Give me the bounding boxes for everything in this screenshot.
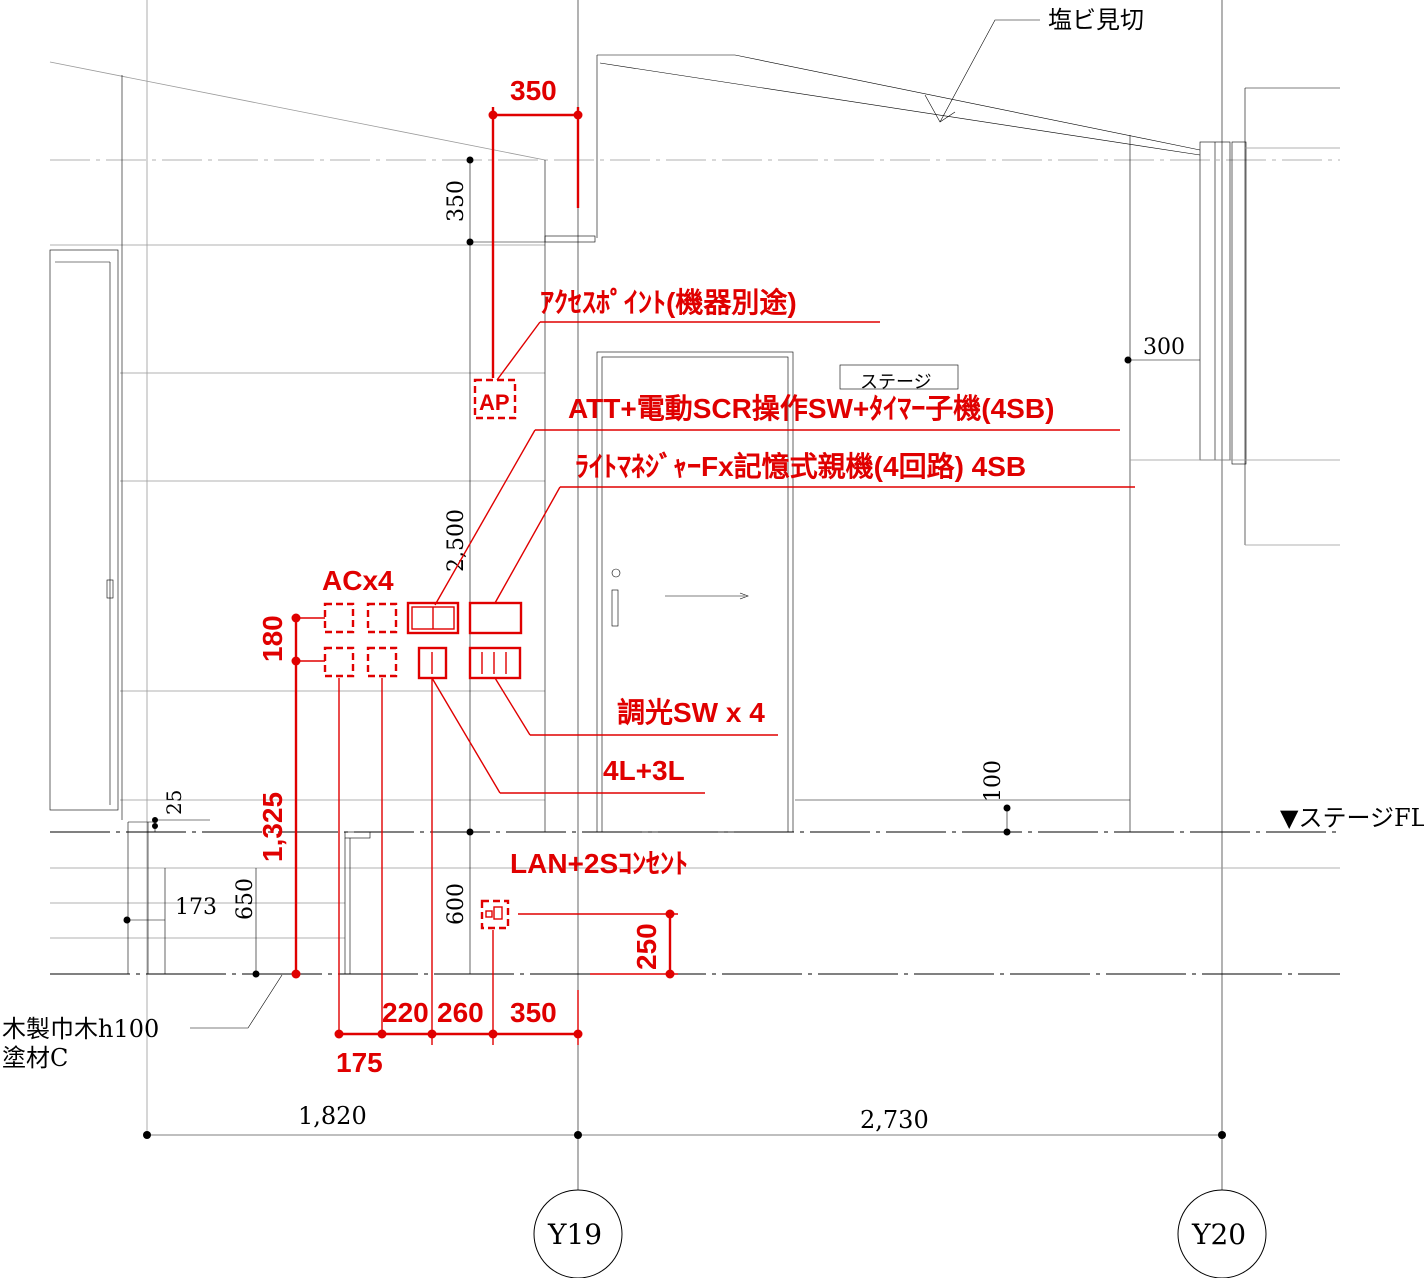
dim-100: 100	[981, 760, 1006, 802]
lan-outlet	[480, 899, 510, 930]
access-point-symbol	[473, 378, 517, 420]
att-switch-plate	[406, 601, 460, 635]
grid-dim-right: 2,730	[860, 1106, 929, 1134]
door-sign: ステージ	[860, 372, 932, 393]
dim-1325: 1,325	[257, 792, 288, 862]
dimmer-sw-label: 調光SW x 4	[617, 696, 765, 728]
ac-x4-label: ACx4	[322, 565, 394, 596]
light-manager-plate	[468, 601, 523, 635]
dim-250: 250	[631, 923, 662, 970]
dim-175: 175	[336, 1047, 383, 1078]
switch-4l3l-label: 4L+3L	[603, 755, 685, 786]
pvc-trim-label: 塩ビ見切	[1048, 6, 1144, 34]
dim-260: 260	[437, 997, 484, 1028]
dim-25: 25	[162, 790, 186, 815]
ac-outlet	[366, 646, 398, 678]
ap-symbol-text: AP	[479, 390, 510, 415]
dim-300: 300	[1143, 335, 1185, 360]
dimmer-switch-plate	[468, 646, 522, 680]
dim-2500: 2,500	[444, 509, 469, 572]
ac-outlet	[323, 602, 355, 634]
grid-dim-left: 1,820	[298, 1102, 367, 1130]
dim-173: 173	[175, 895, 217, 920]
ac-outlet	[323, 646, 355, 678]
baseboard-label-2: 塗材C	[2, 1044, 68, 1072]
dim-350-vertical: 350	[444, 180, 469, 222]
red-linework	[291, 107, 1135, 1045]
dim-350-top: 350	[510, 75, 557, 106]
lan-outlet-label: LAN+2Sｺﾝｾﾝﾄ	[510, 848, 688, 879]
stage-fl-label: ▼ステージFL	[1280, 804, 1424, 832]
dim-180: 180	[257, 615, 288, 662]
background-linework	[49, 0, 1340, 1190]
grid-label-y19: Y19	[547, 1218, 602, 1251]
dim-600: 600	[444, 883, 469, 925]
grid-label-y20: Y20	[1191, 1218, 1246, 1251]
baseboard-label-1: 木製巾木h100	[2, 1015, 159, 1043]
ac-outlet	[366, 602, 398, 634]
dim-220: 220	[382, 997, 429, 1028]
att-switch-label: ATT+電動SCR操作SW+ﾀｲﾏｰ子機(4SB)	[568, 393, 1054, 424]
dim-650: 650	[233, 878, 258, 920]
light-manager-label: ﾗｲﾄﾏﾈｼﾞｬｰFx記憶式親機(4回路) 4SB	[575, 450, 1026, 482]
access-point-label: ｱｸｾｽﾎﾟｲﾝﾄ(機器別途)	[540, 286, 797, 318]
black-dimensions	[123, 156, 1267, 1278]
dim-350-bottom: 350	[510, 997, 557, 1028]
